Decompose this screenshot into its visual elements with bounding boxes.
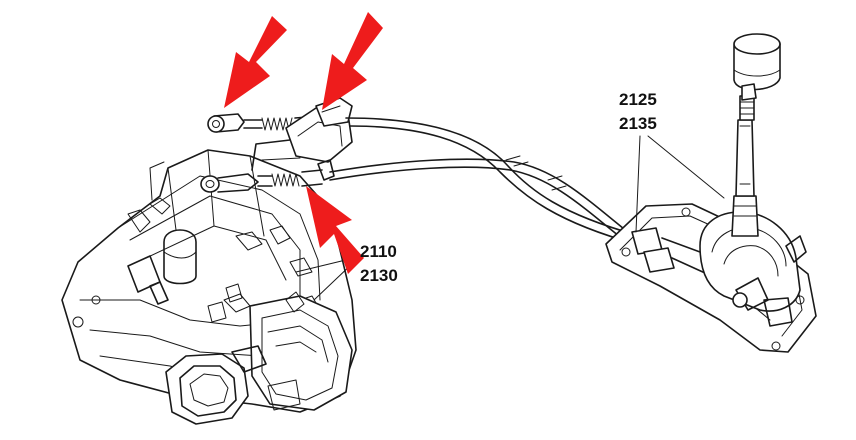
callout-2110: 2110 — [360, 242, 397, 261]
gearbox-cable-ends — [200, 97, 353, 193]
arrow-upper-rod-end — [224, 16, 287, 108]
arrow-cable-bracket — [322, 12, 383, 110]
gearbox-housing — [61, 149, 357, 425]
callout-2135: 2135 — [619, 114, 657, 133]
arrow-lower-spring — [306, 186, 364, 274]
shift-cables — [329, 117, 651, 259]
callout-label-gearbox-levers: 2110 2130 — [360, 240, 398, 288]
red-pointer-arrows — [224, 12, 383, 274]
callout-2130: 2130 — [360, 266, 398, 285]
callout-label-shifter-cables: 2125 2135 — [619, 88, 657, 136]
shifter-assembly — [605, 33, 817, 353]
callout-2125: 2125 — [619, 90, 657, 109]
